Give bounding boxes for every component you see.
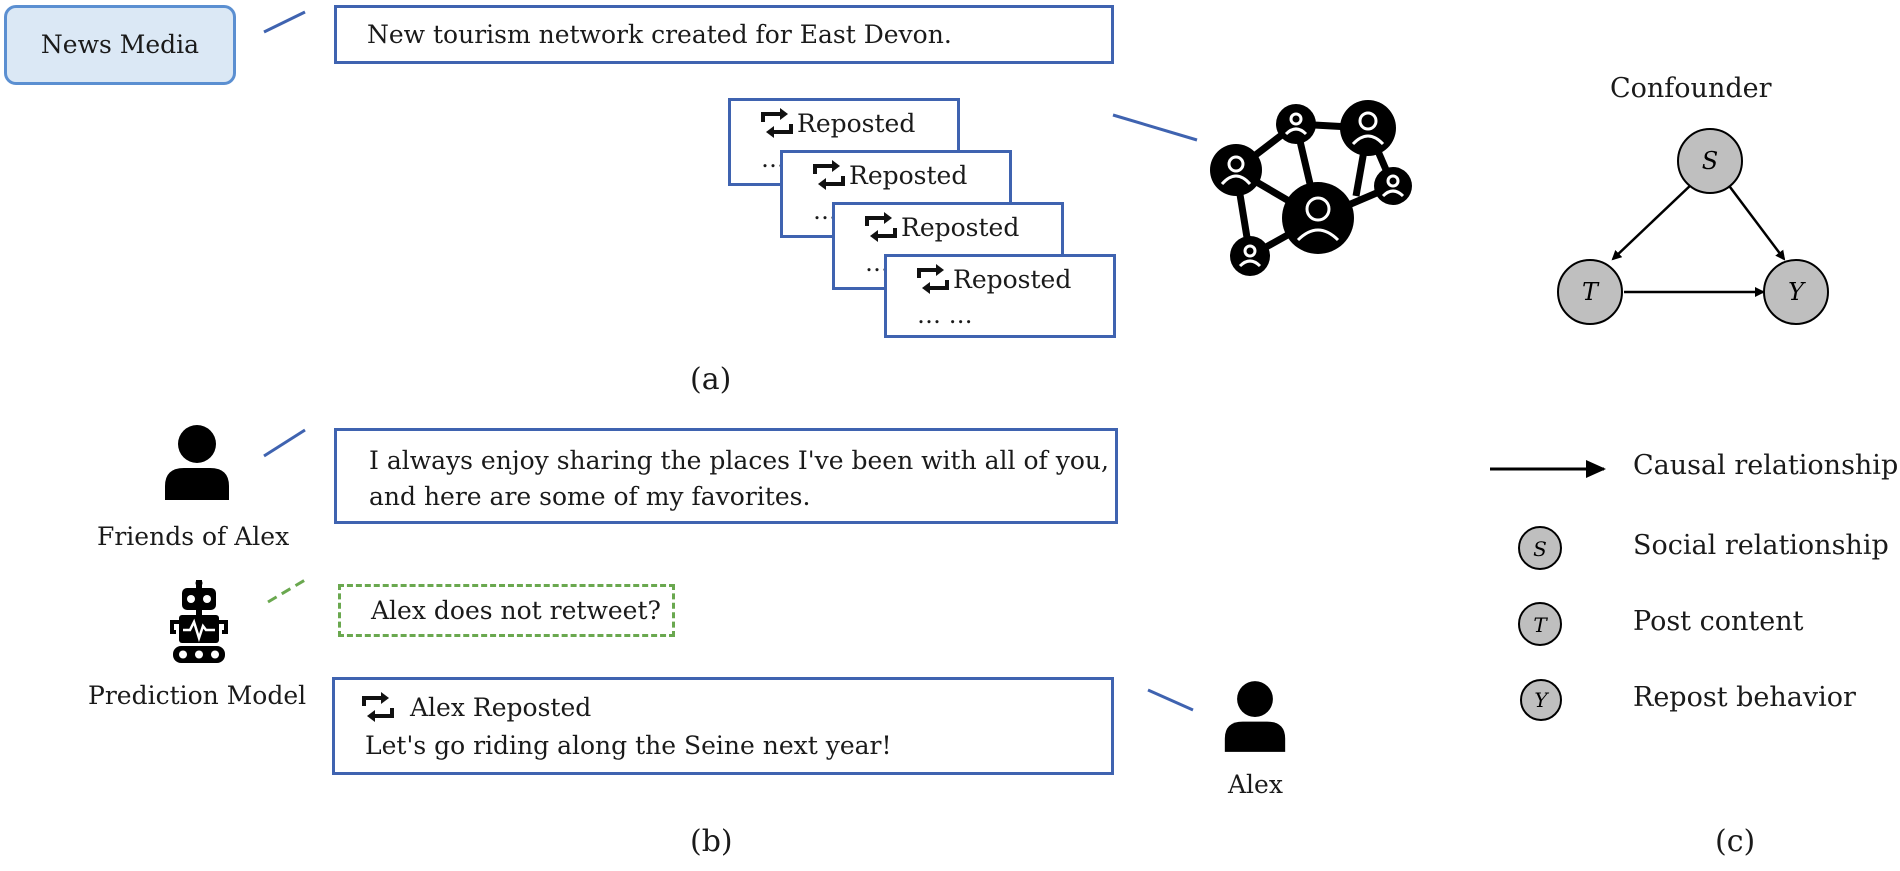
friend-post-line2: and here are some of my favorites. (369, 482, 811, 511)
edge-s-to-t (1611, 182, 1694, 261)
repost-icon (865, 212, 897, 242)
friend-post-box: I always enjoy sharing the places I've b… (334, 428, 1118, 524)
causal-graph: S T Y (1557, 128, 1829, 325)
repost-icon (362, 692, 394, 722)
node-s-label: S (1702, 147, 1718, 175)
caption-c: (c) (1715, 824, 1756, 859)
repost-icon (813, 160, 845, 190)
social-network-icon (1210, 100, 1412, 276)
friends-label: Friends of Alex (97, 522, 290, 551)
legend-node-y-icon: Y (1520, 679, 1562, 721)
confounder-title: Confounder (1610, 73, 1772, 104)
connector-model-to-prediction (267, 578, 306, 604)
connector-news-to-post (263, 10, 306, 34)
legend-t-letter: T (1533, 613, 1548, 637)
repost-label: Reposted (901, 213, 1020, 242)
legend-repost-text: Repost behavior (1633, 682, 1856, 713)
legend-s-letter: S (1533, 537, 1547, 561)
news-media-label: News Media (40, 30, 200, 59)
node-t-label: T (1582, 278, 1600, 306)
repost-card: Reposted … … (884, 254, 1116, 338)
connector-repost-to-alex (1147, 688, 1194, 712)
connector-friend-to-post (263, 428, 306, 458)
repost-ellipsis: … … (917, 301, 973, 329)
friend-post-line1: I always enjoy sharing the places I've b… (369, 446, 1109, 475)
node-y-label: Y (1788, 278, 1806, 306)
caption-a: (a) (690, 362, 732, 397)
legend-y-letter: Y (1534, 688, 1549, 712)
repost-label: Reposted (849, 161, 968, 190)
repost-label: Reposted (953, 265, 1072, 294)
node-t (1557, 259, 1623, 325)
alex-repost-header: Alex Reposted (410, 693, 592, 722)
news-media-node: News Media (4, 5, 236, 85)
repost-label: Reposted (797, 109, 916, 138)
person-icon (1224, 681, 1286, 752)
person-icon (165, 425, 229, 500)
legend-content-text: Post content (1633, 606, 1804, 637)
robot-icon (170, 580, 228, 663)
legend-social-text: Social relationship (1633, 530, 1889, 561)
legend-node-s (1518, 526, 1562, 570)
connector-reposts-to-network (1112, 113, 1198, 142)
repost-icon (917, 264, 949, 294)
caption-b: (b) (690, 824, 733, 859)
alex-label: Alex (1228, 770, 1283, 799)
legend-node-t (1518, 602, 1562, 646)
alex-repost-box: Alex Reposted Let's go riding along the … (332, 677, 1114, 775)
repost-icon (761, 108, 793, 138)
node-s (1677, 128, 1743, 194)
legend-symbols: S T (1490, 460, 1606, 646)
edge-s-to-y (1726, 182, 1786, 261)
repost-card: Reposted … … (728, 98, 960, 186)
news-post-text: New tourism network created for East Dev… (367, 20, 952, 49)
alex-repost-text: Let's go riding along the Seine next yea… (365, 731, 892, 760)
news-post-box: New tourism network created for East Dev… (334, 5, 1114, 64)
node-y (1763, 259, 1829, 325)
prediction-text: Alex does not retweet? (371, 596, 661, 625)
prediction-box: Alex does not retweet? (338, 584, 675, 637)
prediction-model-label: Prediction Model (88, 681, 307, 710)
legend-causal-text: Causal relationship (1633, 450, 1899, 481)
